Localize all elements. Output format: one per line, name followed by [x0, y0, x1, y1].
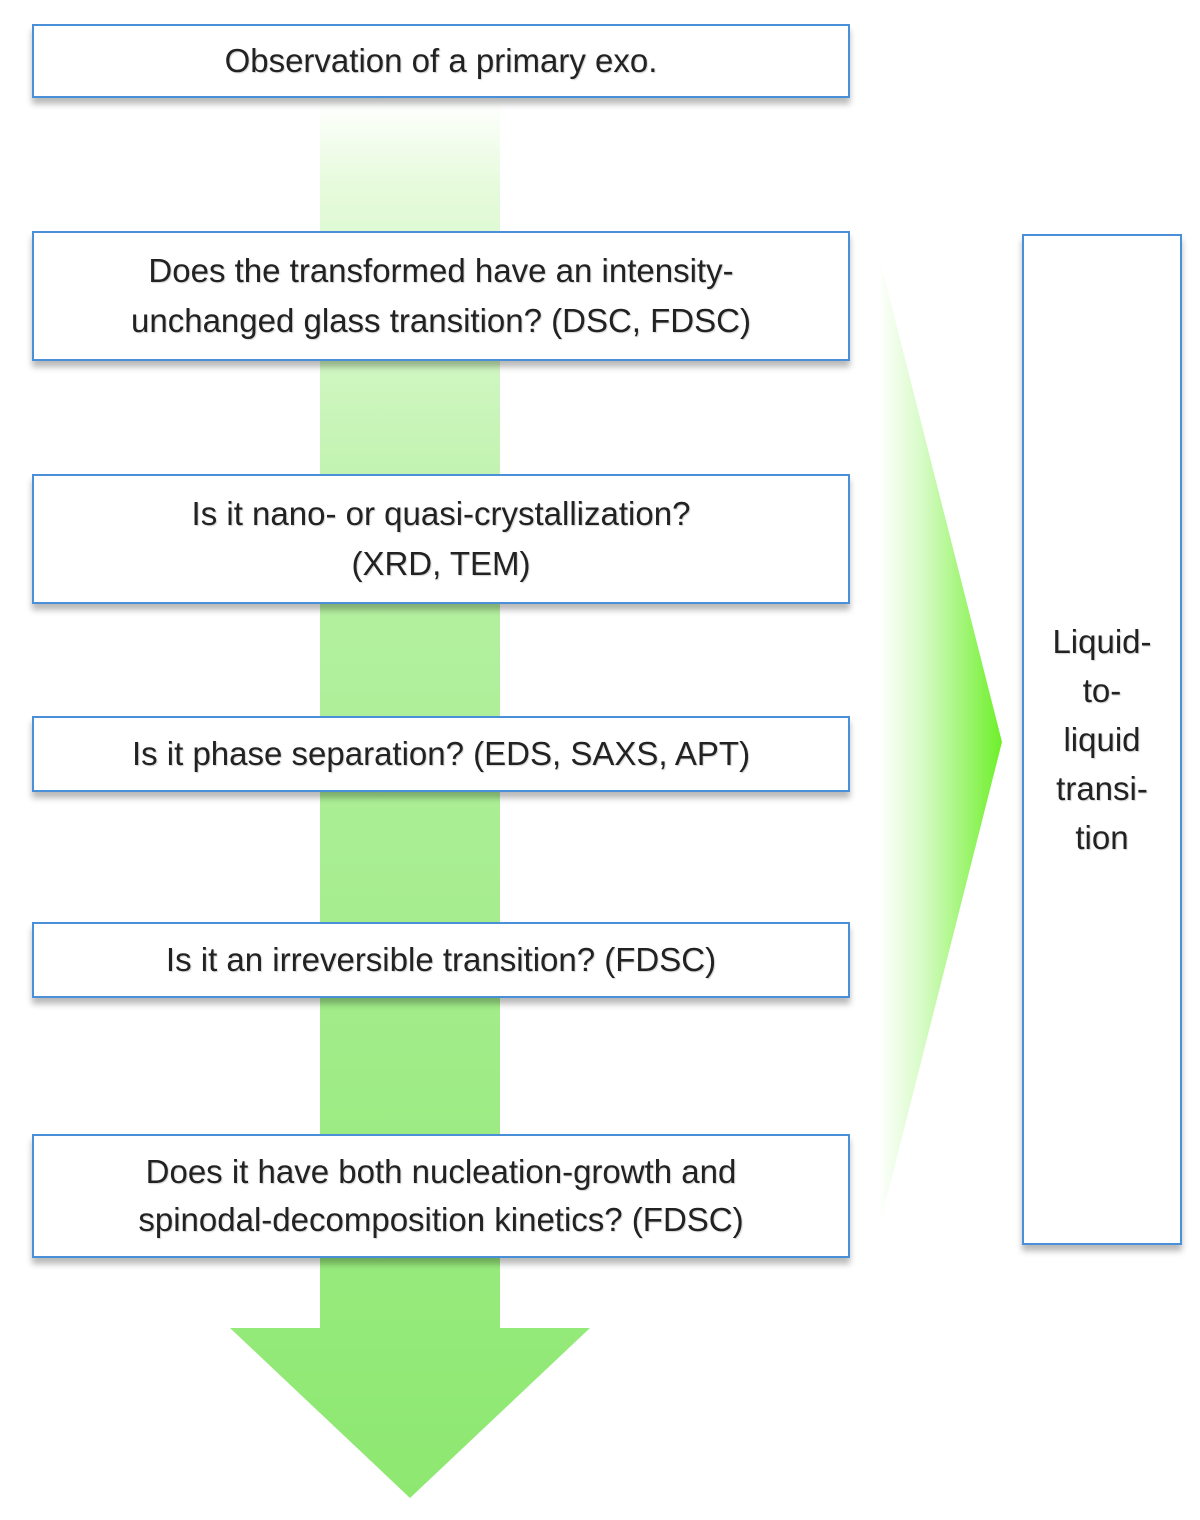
result-box-liquid-to-liquid: Liquid- to- liquid transi- tion: [1022, 234, 1182, 1245]
step-text: Observation of a primary exo.: [224, 42, 658, 79]
conclusion-chevron: [878, 252, 1002, 1232]
step-box-crystallization: Is it nano- or quasi-crystallization? (X…: [32, 474, 850, 604]
step-text: unchanged glass transition? (DSC, FDSC): [131, 302, 751, 339]
step-text: Is it nano- or quasi-crystallization?: [191, 495, 691, 532]
step-text: Is it phase separation? (EDS, SAXS, APT): [131, 735, 751, 772]
step-box-irreversible-transition: Is it an irreversible transition? (FDSC): [32, 922, 850, 998]
result-text: transi-: [1056, 770, 1148, 807]
result-text: to-: [1082, 672, 1122, 709]
step-text: Is it an irreversible transition? (FDSC): [165, 941, 717, 978]
step-box-primary-exo: Observation of a primary exo.: [32, 24, 850, 98]
step-text: Does it have both nucleation-growth and: [145, 1153, 737, 1190]
step-text: spinodal-decomposition kinetics? (FDSC): [138, 1201, 744, 1238]
step-text: (XRD, TEM): [351, 545, 531, 582]
result-text: Liquid-: [1052, 623, 1152, 660]
result-text: tion: [1075, 819, 1129, 856]
step-box-kinetics: Does it have both nucleation-growth and …: [32, 1134, 850, 1258]
step-text: Does the transformed have an intensity-: [148, 252, 734, 289]
result-text: liquid: [1063, 721, 1141, 758]
step-box-phase-separation: Is it phase separation? (EDS, SAXS, APT): [32, 716, 850, 792]
step-box-glass-transition: Does the transformed have an intensity- …: [32, 231, 850, 361]
